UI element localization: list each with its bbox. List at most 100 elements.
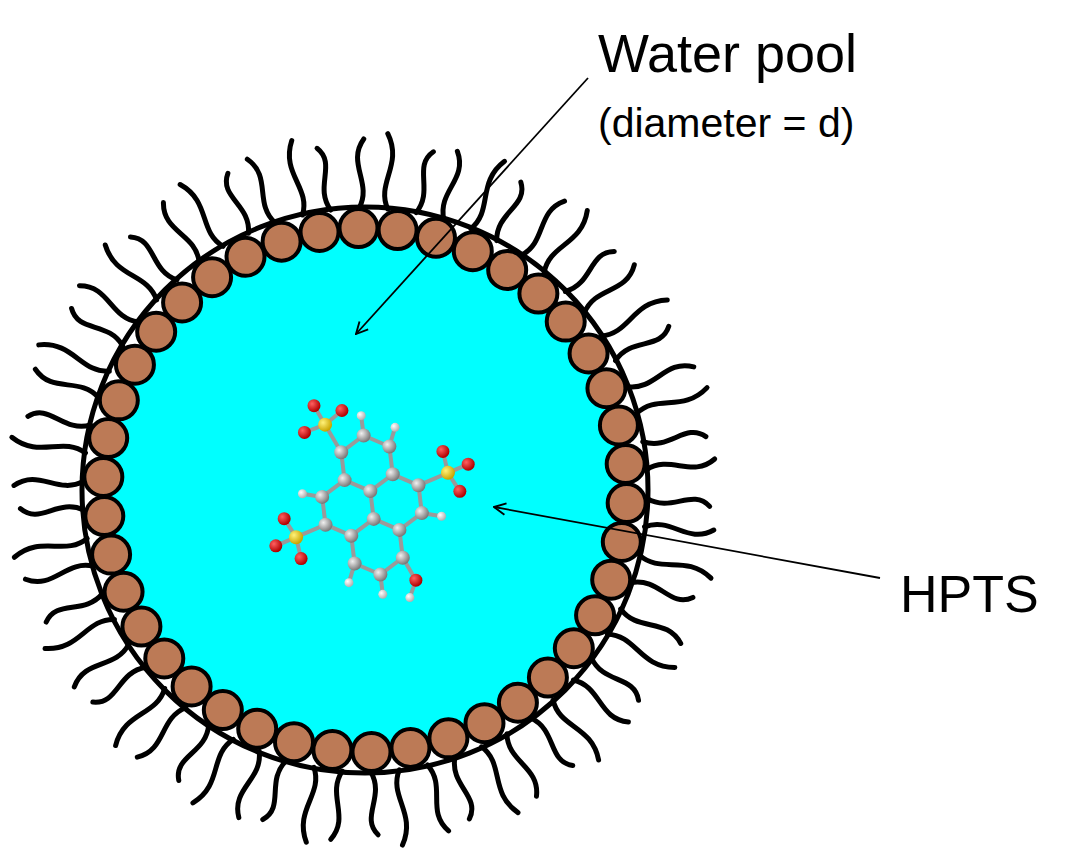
leader-line [494, 507, 880, 578]
head-group [587, 369, 625, 407]
head-group [84, 458, 122, 496]
head-group [499, 684, 537, 722]
leader-line [356, 78, 588, 334]
surfactant-tail [416, 152, 433, 213]
head-group [592, 561, 630, 599]
atom [278, 512, 291, 525]
atom [396, 551, 410, 565]
atom [348, 557, 362, 571]
atom [344, 578, 353, 587]
surfactant-tail [12, 437, 86, 453]
surfactant-tail [14, 538, 87, 557]
surfactant-tail [385, 134, 393, 209]
surfactant-tail [565, 251, 614, 291]
surfactant-tail [573, 680, 628, 722]
surfactant-tail [180, 185, 223, 247]
atom [405, 593, 414, 602]
callout-label: HPTS [900, 565, 1039, 625]
atom [298, 426, 311, 439]
surfactant-tail [130, 237, 176, 280]
head-group [379, 211, 417, 249]
atom [373, 567, 387, 581]
surfactant-tail [74, 644, 129, 687]
head-group [391, 729, 429, 767]
head-group [301, 213, 339, 251]
dimension-note: (diameter = d) [598, 100, 854, 147]
head-group [576, 596, 614, 634]
atom [436, 445, 449, 458]
head-group [263, 223, 301, 261]
atom [357, 429, 371, 443]
surfactant-tail [553, 700, 599, 760]
head-group [85, 497, 123, 535]
surfactant-tail [137, 708, 185, 757]
head-group [465, 704, 503, 742]
head-group [600, 406, 638, 444]
atom [415, 506, 429, 520]
surfactant-tail [621, 609, 681, 644]
surfactant-tail [584, 265, 634, 313]
atom [315, 490, 329, 504]
atom [409, 574, 422, 587]
surfactant-tail [358, 139, 364, 208]
head-group [429, 719, 467, 757]
head-group [417, 219, 455, 257]
surfactant-tail [14, 479, 83, 485]
surfactant-tail [35, 369, 98, 397]
surfactant-tail [226, 173, 248, 233]
surfactant-tail [507, 734, 537, 797]
head-group [105, 573, 143, 611]
head-group [100, 381, 138, 419]
surfactant-heads [84, 209, 645, 771]
hpts-molecule [269, 399, 474, 602]
surfactant-tail [601, 300, 667, 336]
atom [269, 539, 282, 552]
callout-label: Water pool [598, 22, 857, 84]
surfactant-tail [647, 498, 710, 506]
head-group [608, 484, 646, 522]
head-group [454, 232, 492, 270]
surfactant-tail [178, 725, 208, 781]
water-pool [103, 228, 627, 752]
surfactant-tail [645, 524, 714, 534]
surfactant-tail [631, 582, 692, 600]
atom [382, 439, 396, 453]
surfactant-tail [443, 151, 460, 219]
atom [462, 458, 475, 471]
head-group [570, 334, 608, 372]
head-group [275, 723, 313, 761]
head-group [193, 258, 231, 296]
surfactant-tail [616, 326, 669, 360]
surfactant-tail [607, 634, 675, 667]
head-group [340, 209, 378, 247]
surfactant-tail [454, 757, 472, 819]
atom [392, 523, 406, 537]
atom [334, 445, 348, 459]
atom [357, 411, 366, 420]
atom [363, 484, 377, 498]
atom [319, 518, 333, 532]
head-group [122, 608, 160, 646]
atom [318, 418, 332, 432]
interface-ring [82, 207, 648, 773]
head-group [313, 731, 351, 769]
atom [386, 467, 400, 481]
surfactant-tail [627, 366, 693, 387]
surfactant-tail [427, 765, 448, 831]
surfactant-tail [247, 159, 275, 222]
surfactant-tail [303, 767, 316, 842]
surfactant-tail [482, 747, 518, 813]
surfactant-tail [592, 658, 639, 700]
surfactant-tail [238, 751, 260, 817]
surfactant-tail [28, 413, 91, 427]
surfactant-tail [497, 182, 522, 241]
surfactant-tail [93, 667, 146, 702]
surfactant-tail [46, 593, 102, 622]
surfactant-tail [39, 345, 110, 372]
surfactant-tail [20, 507, 83, 514]
atom [307, 399, 320, 412]
surfactant-tails [12, 134, 715, 845]
surfactant-tail [646, 459, 714, 470]
